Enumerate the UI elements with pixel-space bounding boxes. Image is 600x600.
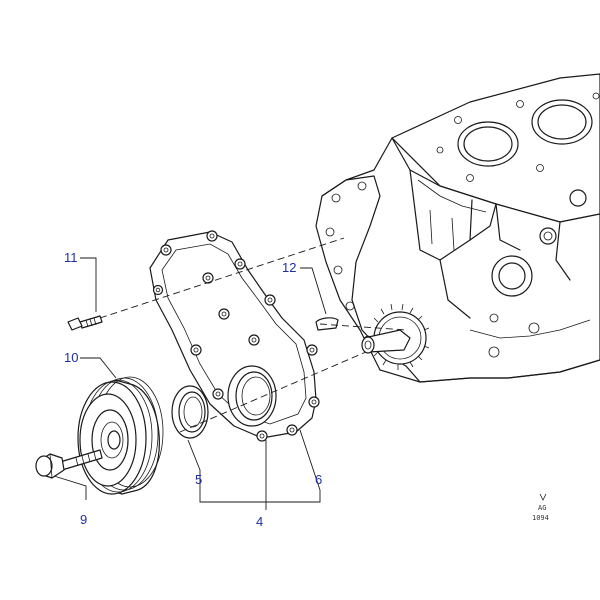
cover-bolt <box>67 315 103 331</box>
stamp-line-1: AG <box>538 504 546 512</box>
callout-11: 11 <box>64 250 78 265</box>
callout-9: 9 <box>80 512 87 527</box>
callout-10: 10 <box>64 350 78 365</box>
callout-4: 4 <box>256 514 263 529</box>
drawing-reference-stamp: AG 1094 <box>532 493 549 522</box>
woodruff-key <box>315 317 339 331</box>
assembly-lines <box>99 237 407 433</box>
engine-block <box>315 73 600 383</box>
crankshaft-pulley <box>77 376 164 495</box>
callout-12: 12 <box>282 260 296 275</box>
callout-6: 6 <box>315 472 322 487</box>
callout-5: 5 <box>195 472 202 487</box>
oil-seal <box>171 385 209 439</box>
leader-lines <box>53 257 327 510</box>
crankshaft-sprocket <box>361 303 430 370</box>
pulley-bolt <box>35 449 103 479</box>
stamp-line-2: 1094 <box>532 514 549 522</box>
front-cover <box>149 230 320 442</box>
